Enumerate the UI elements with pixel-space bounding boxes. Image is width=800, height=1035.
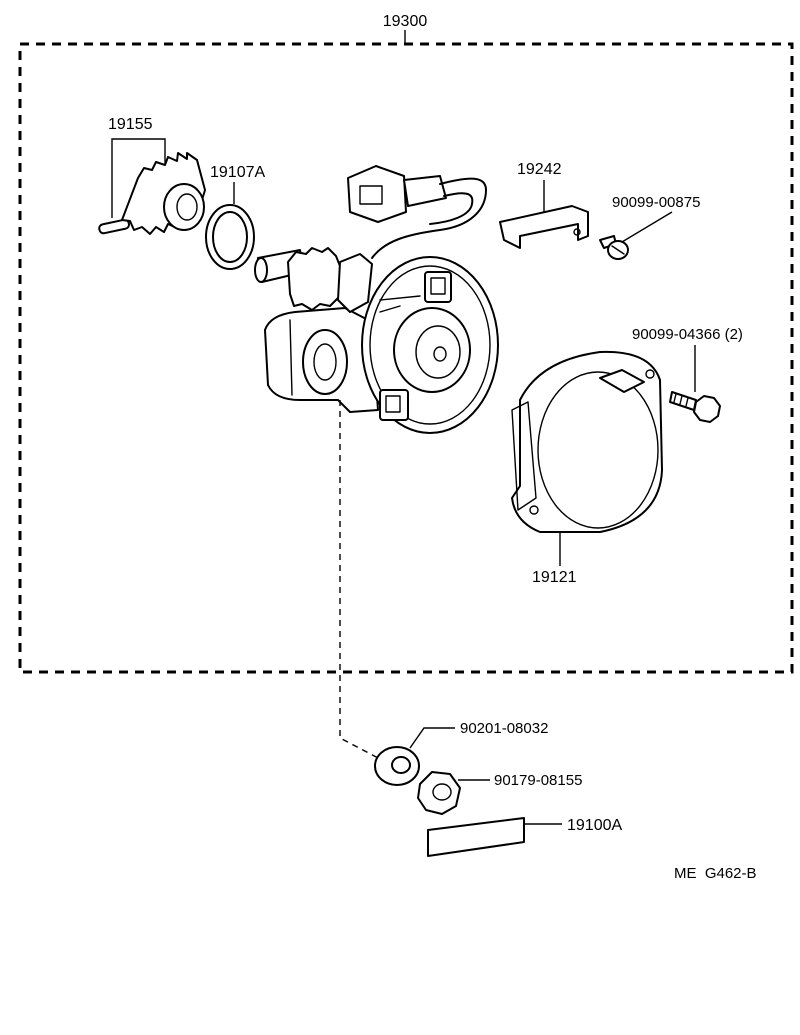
- mounting-leader-line: [339, 400, 383, 761]
- bracket-screw-part: 90099-00875: [599, 194, 700, 260]
- drive-gear-part: 19155: [98, 116, 206, 235]
- cover-screw-part: 90099-04366 (2): [632, 326, 743, 423]
- drive-gear-part-label: 19155: [108, 116, 153, 133]
- nut-part-label: 90179-08155: [494, 772, 582, 789]
- distributor-body: [254, 165, 499, 434]
- bracket-part-label: 19242: [517, 161, 562, 178]
- bracket-screw-part-label: 90099-00875: [612, 194, 700, 211]
- o-ring-part: 19107A: [205, 164, 265, 270]
- cover-part-label: 19121: [532, 569, 577, 586]
- cover-part: 19121: [511, 350, 663, 586]
- washer-part: 90201-08032: [374, 720, 548, 786]
- diagram-code: ME G462-B: [674, 865, 757, 882]
- label-plate-part: 19100A: [427, 817, 622, 857]
- washer-part-label: 90201-08032: [460, 720, 548, 737]
- nut-part: 90179-08155: [417, 771, 582, 815]
- cover-screw-part-label: 90099-04366 (2): [632, 326, 743, 343]
- o-ring-part-label: 19107A: [210, 164, 265, 181]
- assembly-number-label: 19300: [383, 13, 428, 30]
- label-plate-part-label: 19100A: [567, 817, 622, 834]
- assembly-frame: [18, 30, 794, 674]
- bracket-part: 19242: [499, 161, 589, 249]
